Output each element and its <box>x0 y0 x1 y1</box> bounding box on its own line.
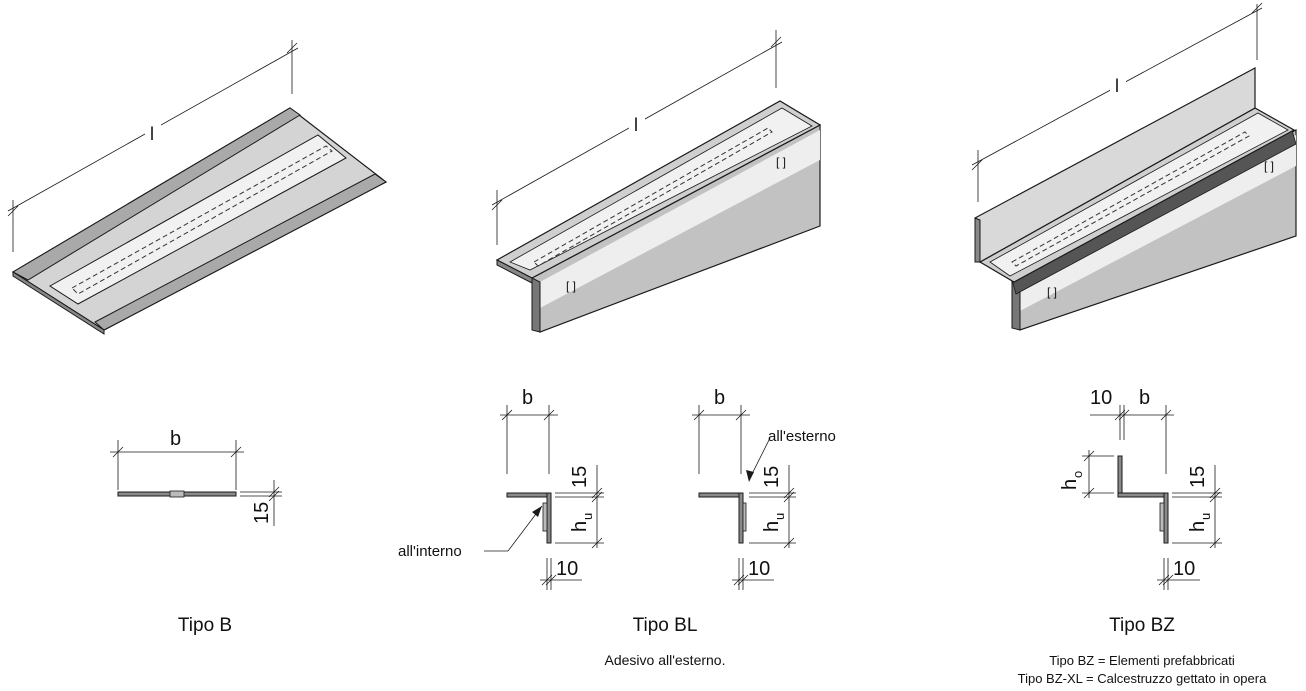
type-bz-top-label: 15 <box>1187 466 1209 488</box>
svg-text:u: u <box>772 513 787 520</box>
inside-label: all'interno <box>398 543 462 560</box>
type-bz-hu-label: h <box>1187 521 1209 532</box>
svg-text:[ ]: [ ] <box>1264 159 1274 173</box>
svg-text:[ ]: [ ] <box>566 279 576 293</box>
svg-text:[ ]: [ ] <box>776 155 786 169</box>
type-b-width-label: b <box>170 428 181 450</box>
type-bz-thickness-label: 10 <box>1173 558 1195 580</box>
type-bz-3d-view: [ ] [ ] l <box>971 2 1297 331</box>
type-bl-length-label: l <box>634 115 638 135</box>
type-bl-outside-section: b 15 h u 10 all'esterno <box>692 387 836 590</box>
type-bl-outside-thickness-label: 10 <box>748 558 770 580</box>
type-bz-note-1: Tipo BZ = Elementi prefabbricati <box>1049 653 1235 668</box>
type-bl-title: Tipo BL <box>633 615 698 636</box>
type-b-thickness-label: 15 <box>251 502 273 524</box>
type-bl-outside-hu-label: h <box>761 521 783 532</box>
type-bz-note-2: Tipo BZ-XL = Calcestruzzo gettato in ope… <box>1018 671 1267 686</box>
svg-text:u: u <box>1198 513 1213 520</box>
type-bz-flange-label: 10 <box>1090 387 1112 409</box>
type-bz-section: 10 b h o 15 h u 10 <box>1059 387 1222 590</box>
outside-label: all'esterno <box>768 428 836 445</box>
type-b-section: b 15 <box>110 428 282 526</box>
type-bl-3d-view: [ ] [ ] l <box>491 30 822 333</box>
type-bl-outside-width-label: b <box>714 387 725 409</box>
type-bl-inside-hu-label: h <box>569 521 591 532</box>
type-bl-note: Adesivo all'esterno. <box>605 652 726 668</box>
type-b-3d-view: l <box>7 40 388 335</box>
type-bl-inside-section: b 15 h u 10 all'interno <box>398 387 604 590</box>
type-bl-inside-thickness-label: 10 <box>556 558 578 580</box>
svg-text:o: o <box>1070 471 1085 478</box>
type-bl-inside-width-label: b <box>522 387 533 409</box>
type-b-length-label: l <box>150 124 154 144</box>
svg-text:u: u <box>580 513 595 520</box>
type-bz-width-label: b <box>1139 387 1150 409</box>
type-b-title: Tipo B <box>178 615 232 636</box>
type-bz-title: Tipo BZ <box>1109 615 1175 636</box>
type-bz-ho-label: h <box>1059 479 1081 490</box>
type-bz-length-label: l <box>1115 76 1119 96</box>
type-bl-inside-flange-label: 15 <box>569 466 591 488</box>
type-bl-outside-flange-label: 15 <box>761 466 783 488</box>
svg-text:[ ]: [ ] <box>1047 285 1057 299</box>
